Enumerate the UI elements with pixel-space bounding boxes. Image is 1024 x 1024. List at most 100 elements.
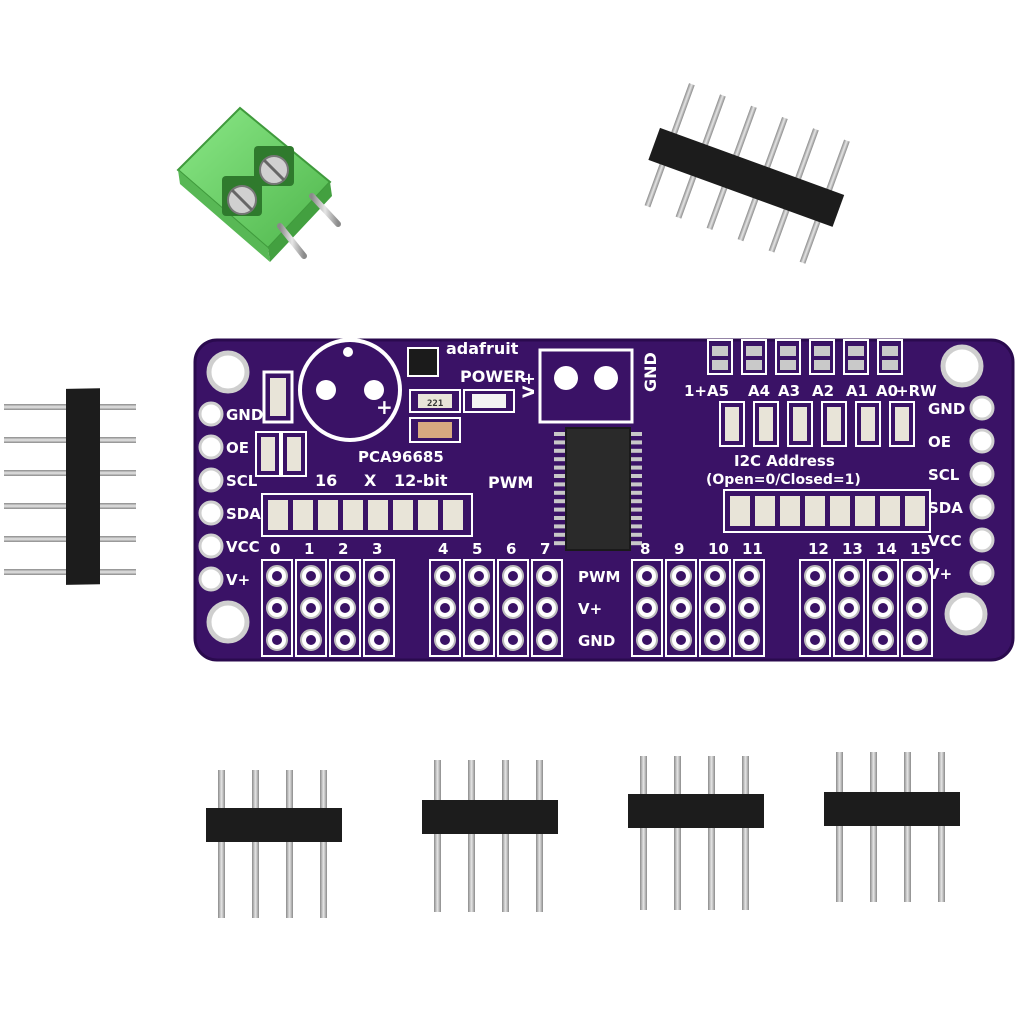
resistor — [855, 496, 875, 526]
header-pin — [870, 752, 877, 902]
channel-number: 1 — [304, 540, 314, 558]
mounting-hole — [206, 350, 250, 394]
header-pin — [434, 760, 441, 912]
resistor — [780, 496, 800, 526]
pin-pad — [969, 395, 995, 421]
pwm-title-16: 16 — [315, 471, 337, 490]
address-jumper — [809, 339, 835, 375]
resistor — [293, 500, 313, 530]
left-pin-label: GND — [226, 406, 263, 424]
diode — [407, 347, 439, 377]
right-pin-label: OE — [928, 433, 951, 451]
resistor — [880, 496, 900, 526]
resistor — [905, 496, 925, 526]
right-pin-label: VCC — [928, 532, 962, 550]
resistor — [418, 500, 438, 530]
address-subtitle: (Open=0/Closed=1) — [706, 472, 861, 488]
resistor-code: 221 — [427, 399, 443, 409]
right-pin-label: SDA — [928, 499, 963, 517]
pin-pad — [969, 461, 995, 487]
resistor — [443, 500, 463, 530]
channel-number: 13 — [842, 540, 863, 558]
capacitor-plus-label: + — [376, 395, 393, 419]
resistor — [793, 407, 807, 441]
brand-label: adafruit — [446, 339, 519, 358]
address-jumpers — [707, 339, 915, 447]
screw-terminal-block — [176, 106, 341, 262]
header-pin — [674, 756, 681, 910]
header-pin — [252, 770, 259, 918]
header-pin — [536, 760, 543, 912]
header-pin — [502, 760, 509, 912]
address-bit-label: A3 — [778, 382, 800, 400]
mounting-hole — [940, 344, 984, 388]
row-label: GND — [578, 632, 615, 650]
left-pin-label: SCL — [226, 472, 258, 490]
resistor — [393, 500, 413, 530]
right-pin-label: V+ — [928, 565, 952, 583]
address-bit-label: A4 — [748, 382, 770, 400]
pin-pad — [969, 494, 995, 520]
resistor — [725, 407, 739, 441]
header-pin — [640, 756, 647, 910]
resistor — [730, 496, 750, 526]
pin-pad — [198, 500, 224, 526]
address-bit-label: A1 — [846, 382, 868, 400]
resistor — [368, 500, 388, 530]
address-jumper — [707, 339, 733, 375]
channel-number: 6 — [506, 540, 516, 558]
address-bit-label: A2 — [812, 382, 834, 400]
channel-number: 4 — [438, 540, 448, 558]
pwm-servo-driver-board: + adafruit POWER 221 V+ GND PCA96685 16 … — [193, 338, 1015, 662]
address-jumper — [741, 339, 767, 375]
pin-pad — [198, 434, 224, 460]
channel-number: 15 — [910, 540, 931, 558]
side-header-6pin — [4, 388, 136, 585]
bottom-header-1 — [206, 770, 342, 918]
header-pin — [218, 770, 225, 918]
pca9685-chip — [554, 427, 642, 551]
address-bit-label: A0 — [876, 382, 898, 400]
pin-pad — [198, 467, 224, 493]
pin-pad — [969, 560, 995, 586]
servo-channel-pads — [261, 559, 933, 657]
left-pin-label: V+ — [226, 571, 250, 589]
resistor — [343, 500, 363, 530]
pwm-resistor-array — [261, 493, 473, 537]
power-label: POWER — [460, 367, 526, 386]
address-title: I2C Address — [734, 452, 835, 470]
resistor — [805, 496, 825, 526]
resistor — [759, 407, 773, 441]
terminal-screw-1 — [222, 176, 262, 216]
pin-pad — [969, 428, 995, 454]
header-pin — [836, 752, 843, 902]
row-label: PWM — [578, 568, 620, 586]
resistor — [895, 407, 909, 441]
header-pin — [286, 770, 293, 918]
mounting-hole — [944, 592, 988, 636]
header-pin — [904, 752, 911, 902]
left-pin-label: VCC — [226, 538, 260, 556]
terminal-screw-2 — [254, 146, 294, 186]
header-pin — [468, 760, 475, 912]
pwm-title-12bit: 12-bit — [394, 471, 448, 490]
resistor — [827, 407, 841, 441]
resistor — [268, 500, 288, 530]
pwm-title-pwm: PWM — [488, 473, 533, 492]
bottom-header-4 — [824, 752, 960, 902]
right-pin-label: GND — [928, 400, 965, 418]
channel-number: 0 — [270, 540, 280, 558]
pwm-title-x: X — [364, 471, 377, 490]
channel-number: 3 — [372, 540, 382, 558]
channel-number: 11 — [742, 540, 763, 558]
capacitor-footprint — [298, 338, 402, 442]
mounting-hole — [206, 600, 250, 644]
header-pin — [708, 756, 715, 910]
angled-header-6pin — [644, 83, 850, 264]
row-label: V+ — [578, 600, 602, 618]
bottom-header-2 — [422, 760, 558, 912]
resistor — [318, 500, 338, 530]
header-pin — [742, 756, 749, 910]
power-terminal-footprint — [538, 348, 634, 424]
bottom-header-3 — [628, 756, 764, 910]
